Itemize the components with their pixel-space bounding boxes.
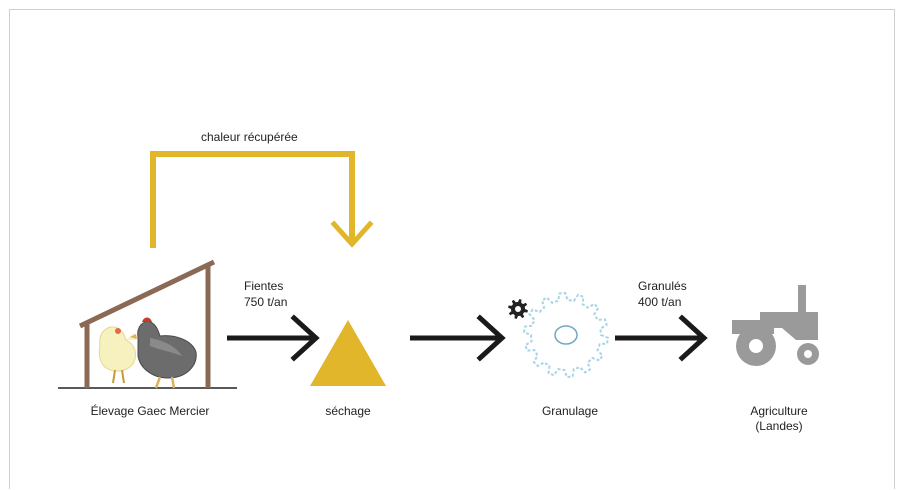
chicken-shed-icon xyxy=(58,259,237,389)
agriculture-label-line1: Agriculture xyxy=(750,404,808,418)
flow1-label-line2: 750 t/an xyxy=(244,295,288,309)
diagram-frame xyxy=(9,9,895,489)
heat-recovery-arrow xyxy=(150,151,374,248)
flow-arrow-2 xyxy=(410,314,506,362)
gear-icon xyxy=(508,291,610,379)
farm-label: Élevage Gaec Mercier xyxy=(90,404,210,418)
agriculture-label-line2: (Landes) xyxy=(755,419,803,433)
flow-arrow-3 xyxy=(615,314,708,362)
heat-recovery-label: chaleur récupérée xyxy=(201,130,298,144)
pelleting-label: Granulage xyxy=(541,404,599,418)
small-gear-icon xyxy=(508,299,528,319)
grey-hen-icon xyxy=(130,317,197,389)
flow-arrow-1 xyxy=(227,314,320,362)
flow1-label-line1: Fientes xyxy=(244,279,284,293)
triangle-pile-icon xyxy=(310,320,386,386)
yellow-hen-icon xyxy=(98,326,137,384)
tractor-icon xyxy=(732,285,819,366)
flow2-label-line2: 400 t/an xyxy=(638,295,682,309)
flow2-label-line1: Granulés xyxy=(638,279,687,293)
large-gear-icon xyxy=(522,291,610,379)
drying-label: séchage xyxy=(325,404,371,418)
